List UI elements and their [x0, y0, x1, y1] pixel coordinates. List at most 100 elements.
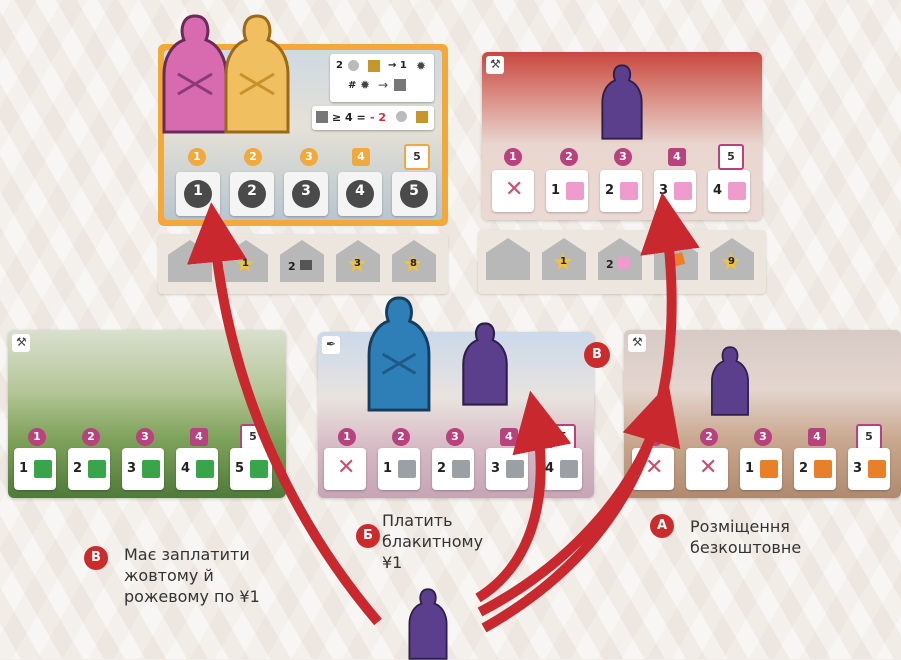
- arrow-right-icon: →: [378, 78, 389, 92]
- penalty-condition: ≥ 4 =: [332, 111, 366, 124]
- green-cube-icon: [88, 460, 106, 478]
- space-1[interactable]: ✕: [324, 448, 366, 490]
- space-value: 2: [605, 183, 615, 198]
- label-b-line3: ¥1: [382, 553, 403, 572]
- space-value: 3: [127, 461, 137, 476]
- pink-meeple[interactable]: [160, 14, 230, 134]
- label-a-line1: Розміщення: [690, 517, 790, 536]
- slot-marker-1: 1: [504, 148, 522, 166]
- grey-cube-icon: [398, 460, 416, 478]
- slot-marker-5: 5: [718, 144, 744, 170]
- pink-cube-icon: [620, 182, 638, 200]
- gear-icon: [292, 180, 320, 208]
- arrow-to-mid-center: [475, 390, 572, 603]
- gear-icon: ✹: [360, 78, 371, 92]
- space-3[interactable]: 3: [122, 448, 164, 490]
- purple-meeple[interactable]: [592, 64, 652, 140]
- bonus-line1: 2: [336, 60, 343, 71]
- machine-icon: [394, 79, 406, 91]
- slot-marker-2: 2: [392, 428, 410, 446]
- purple-meeple-active[interactable]: [400, 588, 456, 660]
- label-b-text: Платить блакитному ¥1: [382, 510, 483, 573]
- orange-cube-icon: [814, 460, 832, 478]
- star-icon: ★: [402, 250, 424, 278]
- lane-top-right: ★ 1 2 ★ 9: [478, 230, 766, 294]
- slot-marker-4: 4: [668, 148, 686, 166]
- blue-meeple[interactable]: [364, 296, 434, 412]
- label-v-line2: жовтому й: [124, 566, 214, 585]
- label-b-line1: Платить: [382, 511, 453, 530]
- space-4[interactable]: 2: [794, 448, 836, 490]
- space-5[interactable]: 4: [708, 170, 750, 212]
- space-1[interactable]: 1: [14, 448, 56, 490]
- star-icon: ★: [720, 248, 742, 276]
- arrow-to-top-right: [481, 192, 700, 633]
- label-v-badge: В: [84, 546, 108, 570]
- space-value: 2: [73, 461, 83, 476]
- green-cube-icon: [196, 460, 214, 478]
- star-value: 3: [354, 258, 361, 269]
- arrow-to-mid-right: [477, 383, 681, 617]
- green-cube-icon: [142, 460, 160, 478]
- space-1[interactable]: ✕: [492, 170, 534, 212]
- space-2[interactable]: ✕: [686, 448, 728, 490]
- yellow-meeple[interactable]: [222, 14, 292, 134]
- space-value: 3: [491, 461, 501, 476]
- space-value: 1: [19, 461, 29, 476]
- coin-icon: [348, 60, 359, 71]
- slot-marker-3: 3: [446, 428, 464, 446]
- gear-value: 4: [355, 183, 365, 199]
- star-value: 8: [410, 258, 417, 269]
- card-mid-left: ⚒ 1 2 3 4 5 1 2 3 4 5: [8, 330, 286, 498]
- space-3[interactable]: 1: [740, 448, 782, 490]
- gold-cube-icon: [416, 111, 428, 123]
- space-5[interactable]: 5: [230, 448, 272, 490]
- space-2[interactable]: 1: [378, 448, 420, 490]
- label-a-line2: безкоштовне: [690, 538, 802, 557]
- arrow-to-top-left: [186, 202, 382, 626]
- slot-marker-3: 3: [754, 428, 772, 446]
- gear-value: 1: [193, 183, 203, 199]
- bonus-panel: 2 → 1 ✹ # ✹ →: [330, 54, 434, 102]
- space-2[interactable]: 1: [546, 170, 588, 212]
- slot-marker-4: 4: [352, 148, 370, 166]
- slot-marker-2: 2: [700, 428, 718, 446]
- label-a-badge: A: [650, 514, 674, 538]
- bonus-line1b: → 1: [388, 60, 407, 71]
- space-3[interactable]: 2: [432, 448, 474, 490]
- label-b-line2: блакитному: [382, 532, 484, 551]
- gear-space-3[interactable]: 3: [284, 172, 328, 216]
- space-2[interactable]: 2: [68, 448, 110, 490]
- green-cube-icon: [250, 460, 268, 478]
- purple-meeple[interactable]: [456, 322, 514, 406]
- machine-icon: [316, 111, 328, 123]
- space-value: 2: [437, 461, 447, 476]
- space-4[interactable]: 4: [176, 448, 218, 490]
- slot-marker-3: 3: [300, 148, 318, 166]
- space-value: 5: [235, 461, 245, 476]
- gear-space-5[interactable]: 5: [392, 172, 436, 216]
- house-mid-value: 2: [606, 258, 614, 271]
- slot-marker-1: 1: [28, 428, 46, 446]
- gear-space-4[interactable]: 4: [338, 172, 382, 216]
- label-b-badge: Б: [356, 524, 380, 548]
- blocked-icon: ✕: [505, 177, 524, 202]
- label-v-text: Має заплатити жовтому й рожевому по ¥1: [124, 544, 260, 607]
- bonus-line2: #: [348, 80, 357, 91]
- pen-icon: ✒: [322, 336, 340, 354]
- space-value: 1: [383, 461, 393, 476]
- pink-cube-icon: [566, 182, 584, 200]
- space-value: 1: [551, 183, 561, 198]
- gear-value: 2: [247, 183, 257, 199]
- space-3[interactable]: 2: [600, 170, 642, 212]
- space-5[interactable]: 3: [848, 448, 890, 490]
- slot-marker-3: 3: [614, 148, 632, 166]
- star-icon: ★: [552, 248, 574, 276]
- purple-meeple[interactable]: [706, 346, 754, 416]
- gear-icon: ✹: [416, 59, 427, 73]
- space-value: 2: [799, 461, 809, 476]
- gear-icon: [400, 180, 428, 208]
- slot-marker-3: 3: [136, 428, 154, 446]
- grey-cube-icon: [506, 460, 524, 478]
